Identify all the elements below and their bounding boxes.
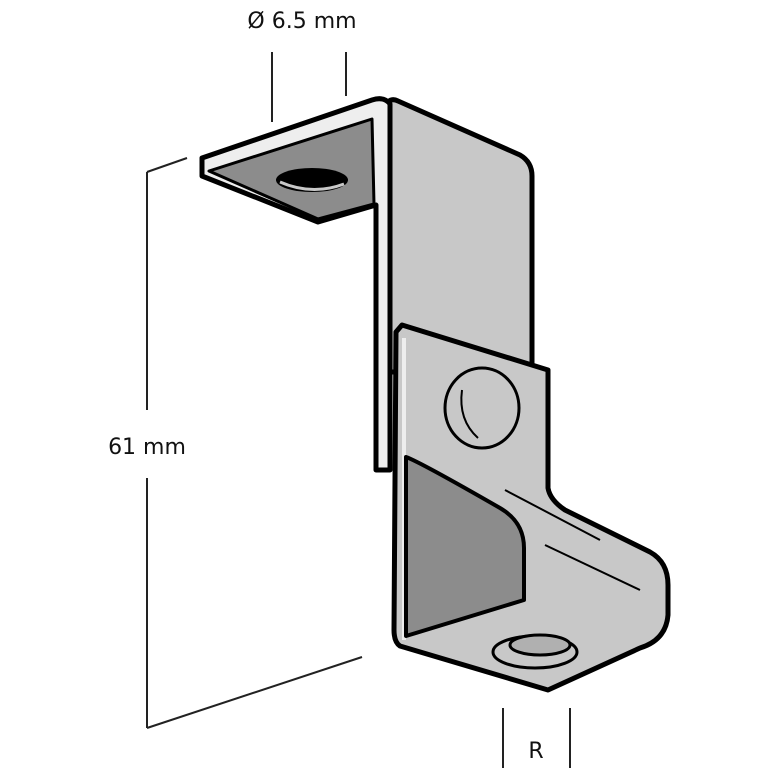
bottom-hole-nut	[508, 633, 572, 657]
inner-recess	[404, 455, 526, 638]
top-hole-rim	[279, 180, 345, 192]
radius-label: R	[528, 739, 543, 764]
back-plate	[385, 97, 535, 375]
foot-shading-line	[544, 544, 641, 591]
height-label: 61 mm	[108, 435, 186, 460]
top-flange-face	[207, 117, 376, 221]
hole-diameter-label: Ø 6.5 mm	[247, 9, 356, 34]
height-extension-top	[146, 157, 188, 173]
front-hole-boss	[443, 366, 521, 450]
foot-bend-line	[504, 489, 601, 541]
boss-shading	[460, 389, 479, 439]
bracket	[199, 96, 671, 693]
dimension-lines	[146, 52, 571, 768]
height-extension-bottom	[146, 656, 363, 729]
